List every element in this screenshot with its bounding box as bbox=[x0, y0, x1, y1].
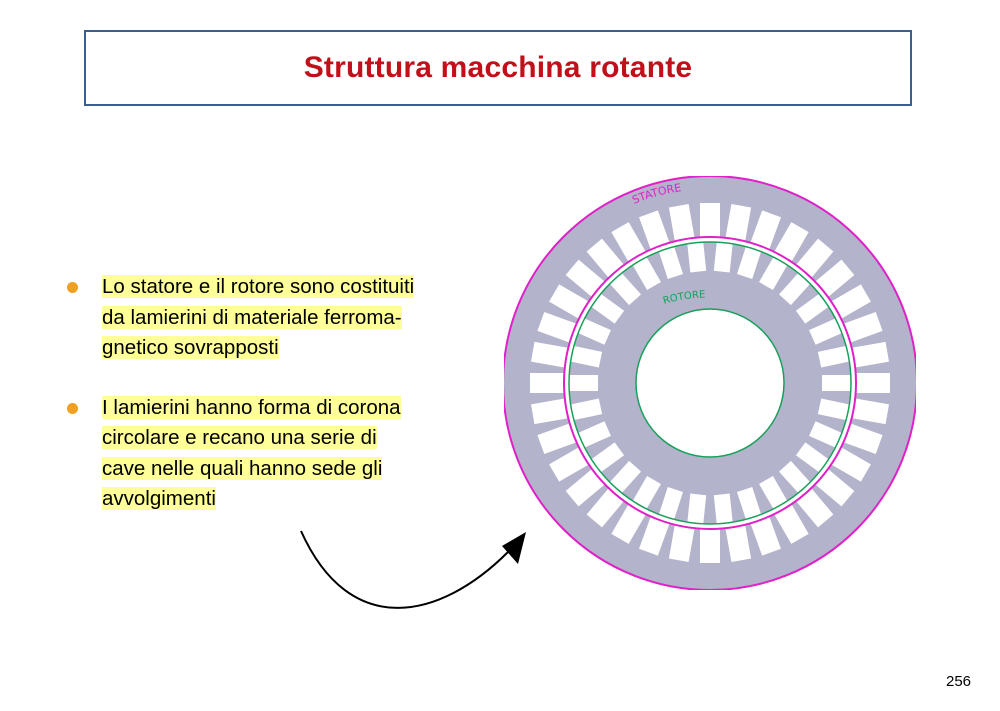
stator-slot bbox=[774, 222, 809, 262]
stator-slot bbox=[843, 312, 883, 343]
rotor-slot bbox=[817, 345, 850, 368]
stator-slot bbox=[530, 398, 568, 425]
stator-slot bbox=[750, 516, 781, 556]
rotor-slot bbox=[778, 460, 811, 494]
rotor-slot bbox=[809, 421, 843, 448]
rotor-slot bbox=[609, 460, 642, 494]
rotor-slot bbox=[577, 421, 611, 448]
rotor-slot bbox=[569, 375, 598, 391]
rotor-slot bbox=[658, 487, 683, 520]
stator-slot bbox=[831, 447, 871, 482]
bullet-line: avvolgimenti bbox=[102, 487, 216, 510]
rotor-slot bbox=[570, 345, 603, 368]
stator-slot bbox=[852, 341, 890, 368]
bullet-line: da lamierini di materiale ferroma- bbox=[102, 305, 402, 329]
stator-slot bbox=[537, 423, 577, 454]
stator-slot bbox=[611, 504, 646, 544]
rotor-slot bbox=[822, 375, 851, 391]
rotor-slot bbox=[759, 475, 788, 510]
bullet-text: Lo statore e il rotore sono costituiti d… bbox=[102, 272, 514, 364]
rotor-slot bbox=[687, 241, 707, 273]
rotor-slot bbox=[809, 318, 843, 345]
stator-slot bbox=[750, 210, 781, 250]
bullet-dot-icon bbox=[67, 282, 78, 293]
bullet-line: Lo statore e il rotore sono costituiti bbox=[102, 275, 415, 298]
rotor-slot bbox=[570, 398, 603, 421]
rotor-slot bbox=[795, 442, 829, 473]
rotor-slot bbox=[737, 246, 762, 279]
stator-slot bbox=[611, 222, 646, 262]
stator-slot bbox=[565, 469, 605, 507]
bullet-item-1: Lo statore e il rotore sono costituiti d… bbox=[64, 272, 514, 364]
stator-slot bbox=[856, 373, 890, 393]
stator-slot bbox=[530, 373, 564, 393]
rotor-slot bbox=[713, 493, 733, 525]
stator-slot bbox=[586, 488, 624, 528]
stator-slot bbox=[565, 259, 605, 297]
stator-slot bbox=[549, 284, 589, 319]
stator-slot bbox=[668, 525, 695, 563]
stator-slot bbox=[725, 525, 752, 563]
page-number: 256 bbox=[946, 673, 972, 690]
arrow-head-icon bbox=[502, 532, 526, 564]
rotor-slot bbox=[632, 256, 661, 291]
rotor-slot bbox=[817, 398, 850, 421]
bullet-line: circolare e recano una serie di bbox=[102, 426, 377, 449]
rotor-outline bbox=[568, 241, 852, 525]
bullet-item-2: I lamierini hanno forma di corona circol… bbox=[64, 393, 514, 515]
rotor-slot bbox=[632, 475, 661, 510]
slide-title: Struttura macchina rotante bbox=[303, 51, 693, 84]
bullet-list: Lo statore e il rotore sono costituiti d… bbox=[64, 272, 514, 544]
stator-slots bbox=[530, 203, 890, 563]
stator-slot bbox=[639, 210, 670, 250]
stator-slot bbox=[586, 238, 624, 278]
stator-slot bbox=[774, 504, 809, 544]
bullet-line: gnetico sovrapposti bbox=[102, 336, 279, 359]
rotor bbox=[568, 241, 852, 525]
stator-slot bbox=[796, 238, 834, 278]
rotor-bore bbox=[635, 308, 785, 458]
stator-slot bbox=[700, 529, 720, 563]
rotor-slot bbox=[609, 272, 642, 306]
stator-slot bbox=[725, 203, 752, 241]
stator-slot bbox=[815, 259, 855, 297]
stator-slot bbox=[530, 341, 568, 368]
rotor-slot bbox=[658, 246, 683, 279]
rotor-slot bbox=[591, 293, 625, 324]
bullet-line: cave nelle quali hanno sede gli bbox=[102, 456, 383, 480]
stator-slot bbox=[852, 398, 890, 425]
bullet-dot-icon bbox=[67, 402, 78, 414]
rotor-slot bbox=[795, 293, 829, 324]
stator-slot bbox=[843, 423, 883, 454]
rotor-slots bbox=[569, 241, 851, 525]
stator-inner-outline bbox=[563, 236, 857, 530]
rotor-slot bbox=[713, 241, 733, 273]
title-box: Struttura macchina rotante bbox=[84, 30, 912, 106]
rotor-slot bbox=[591, 442, 625, 473]
stator-slot bbox=[700, 203, 720, 237]
rotor-slot bbox=[759, 256, 788, 291]
stator-slot bbox=[537, 312, 577, 343]
arrow-curve bbox=[300, 530, 509, 609]
rotor-slot bbox=[687, 493, 707, 525]
stator-slot bbox=[639, 516, 670, 556]
stator-slot bbox=[796, 488, 834, 528]
stator-slot bbox=[831, 284, 871, 319]
rotor-slot bbox=[577, 318, 611, 345]
machine-cross-section: STATORE ROTORE bbox=[504, 176, 916, 590]
stator-slot bbox=[815, 469, 855, 507]
pointer-arrow bbox=[300, 530, 526, 609]
bullet-text: I lamierini hanno forma di corona circol… bbox=[102, 393, 514, 515]
stator-slot bbox=[549, 447, 589, 482]
stator-slot bbox=[668, 203, 695, 241]
rotor-slot bbox=[778, 272, 811, 306]
bullet-line: I lamierini hanno forma di corona bbox=[102, 395, 401, 419]
rotor-slot bbox=[737, 487, 762, 520]
